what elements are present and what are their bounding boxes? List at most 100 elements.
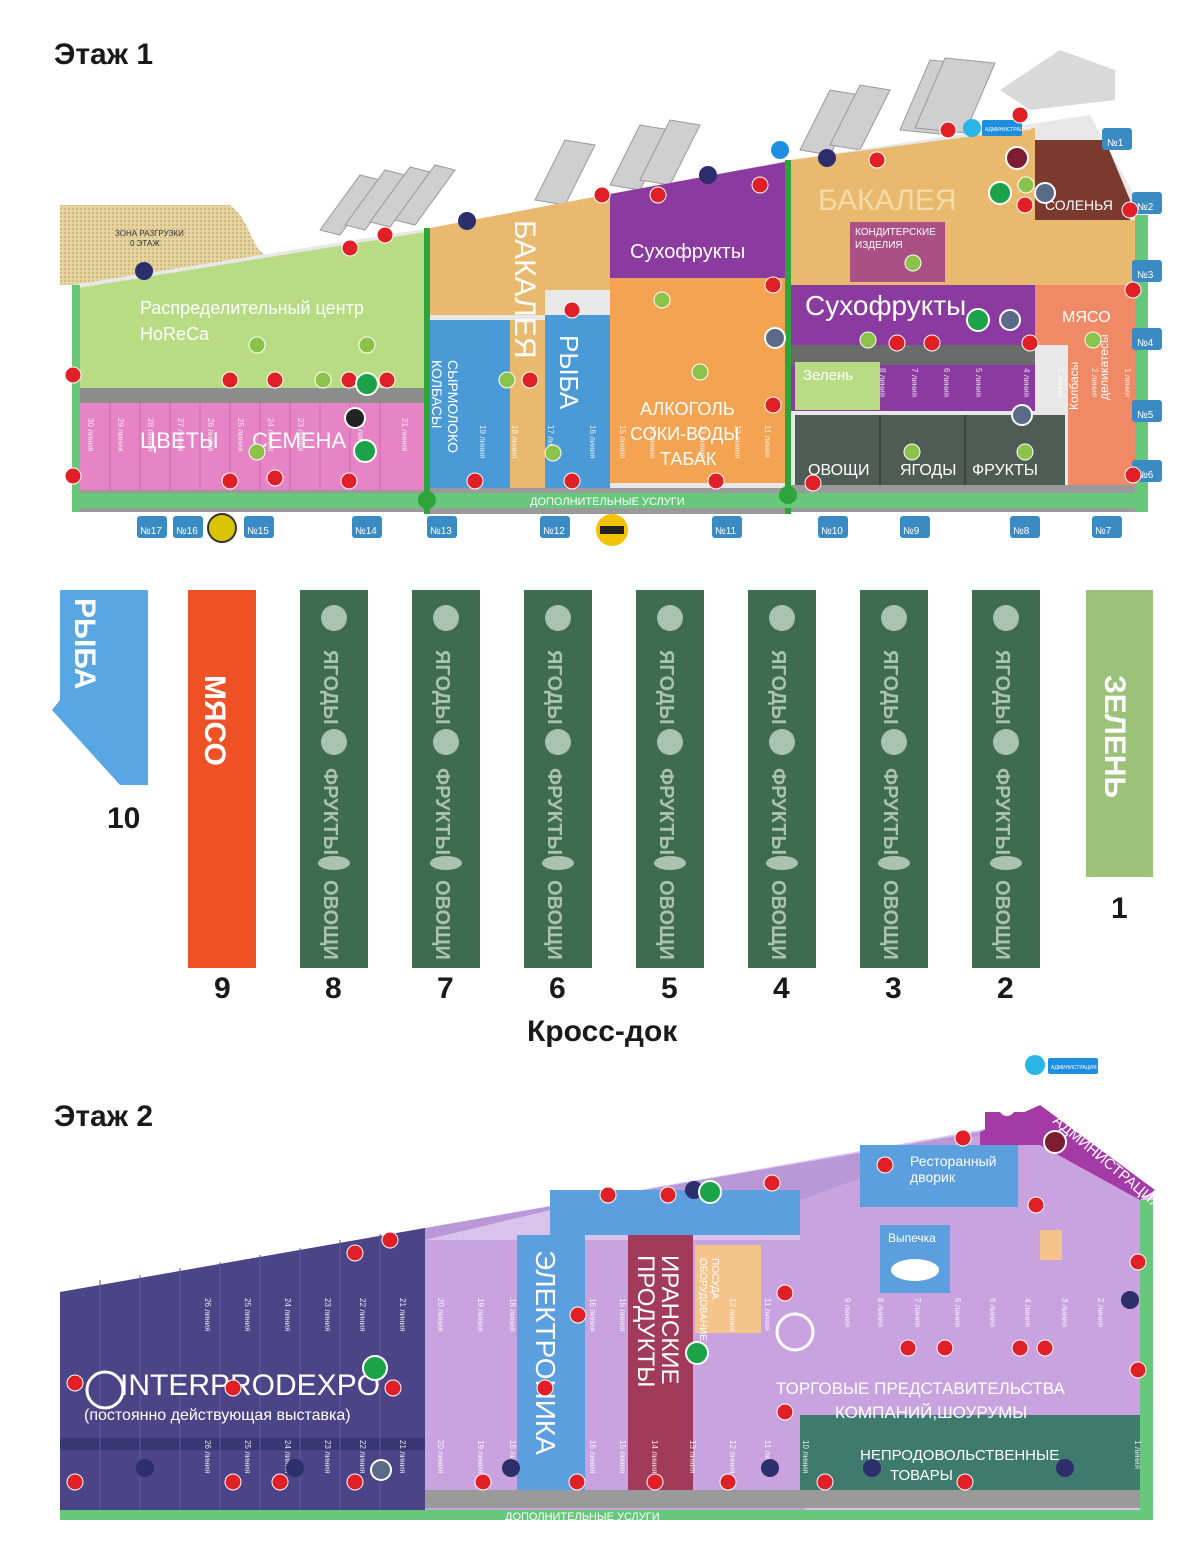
floor2-admin-tag[interactable] — [1048, 1058, 1098, 1074]
zone-restaurant — [860, 1145, 1018, 1207]
zone-horeca — [78, 232, 425, 388]
svg-text:24 линия: 24 линия — [283, 1298, 292, 1331]
floor2-atm-pins[interactable] — [66, 1129, 1147, 1491]
svg-text:22 линия: 22 линия — [358, 1298, 367, 1331]
crossdock-col-2-number: 2 — [997, 972, 1014, 1000]
col5-veg: ОВОЩИ — [655, 880, 677, 960]
crossdock-col-10-label: РЫБА — [68, 598, 101, 689]
crossdock-col-6 — [524, 590, 592, 968]
svg-text:11 линия: 11 линия — [763, 1298, 772, 1331]
left-edge-strip — [72, 285, 80, 512]
trade-label-1: ТОРГОВЫЕ ПРЕДСТАВИТЕЛЬСТВА — [776, 1379, 1065, 1398]
svg-text:8 линия: 8 линия — [876, 1298, 885, 1327]
crossdock-col-2 — [972, 590, 1040, 968]
dairy-label-2: КОЛБАСЫ — [429, 360, 445, 428]
floor2-extra-services-strip — [60, 1510, 1153, 1520]
svg-text:№8: №8 — [1013, 526, 1030, 537]
wc-pins[interactable] — [135, 149, 836, 280]
crossdock-col-6-number: 6 — [549, 972, 566, 1000]
svg-text:27 линия: 27 линия — [176, 418, 185, 451]
floor2-gov-pin[interactable] — [370, 1459, 392, 1481]
info-pins[interactable] — [248, 176, 1102, 462]
pickles-label: СОЛЕНЬЯ — [1045, 197, 1113, 213]
col8-fruits: ФРУКТЫ — [319, 768, 341, 855]
svg-text:9 линия: 9 линия — [843, 1298, 852, 1327]
col3-veg: ОВОЩИ — [879, 880, 901, 960]
bread-icon — [891, 1259, 939, 1281]
crossdock-col-7-number: 7 — [437, 972, 454, 1000]
svg-text:25 линия: 25 линия — [236, 418, 245, 451]
lines-left: 30 линия 29 линия 28 линия 27 линия 26 л… — [86, 418, 409, 451]
admin-tag-f1[interactable] — [982, 120, 1022, 136]
svg-text:18 линия: 18 линия — [508, 1440, 517, 1473]
svg-text:19 линия: 19 линия — [476, 1298, 485, 1331]
sausages-label-2: деликатесы — [1097, 334, 1111, 400]
confectionery-label-2: ИЗДЕЛИЯ — [855, 240, 903, 251]
admin-tag-f1-label: АДМИНИСТРАЦИЯ — [985, 127, 1031, 133]
zone-alcohol — [610, 278, 785, 483]
lines-mid: 19 линия 18 линия 17 линия 16 линия 15 л… — [478, 425, 772, 458]
col6-berries: ЯГОДЫ — [543, 650, 565, 725]
svg-text:№13: №13 — [430, 526, 452, 537]
fish-label: РЫБА — [554, 335, 584, 410]
svg-text:№6: №6 — [1137, 470, 1154, 481]
col7-berries: ЯГОДЫ — [431, 650, 453, 725]
lines-east: 8 линия 7 линия 6 линия 5 линия 4 линия … — [878, 368, 1132, 397]
vet-pin[interactable] — [344, 407, 366, 429]
crossdock-icons — [318, 605, 1022, 870]
svg-text:28 линия: 28 линия — [146, 418, 155, 451]
svg-text:4 линия: 4 линия — [1023, 1298, 1032, 1327]
svg-text:20 линия: 20 линия — [436, 1440, 445, 1473]
unload-zone — [60, 205, 265, 285]
extra-services-strip — [72, 493, 1148, 508]
flowers-label: ЦВЕТЫ — [140, 428, 219, 453]
unload-zone-label-1: ЗОНА РАЗГРУЗКИ — [115, 229, 184, 238]
col4-fruits: ФРУКТЫ — [767, 768, 789, 855]
col4-veg: ОВОЩИ — [767, 880, 789, 960]
svg-text:№9: №9 — [903, 526, 920, 537]
svg-text:23 линия: 23 линия — [296, 418, 305, 451]
floor1-map: ЗОНА РАЗГРУЗКИ 0 ЭТАЖ — [60, 50, 1162, 546]
crossdock-col-5 — [636, 590, 704, 968]
zone-sausages — [1068, 345, 1135, 485]
svg-text:№4: №4 — [1137, 338, 1154, 349]
globe-icon-trade — [775, 1312, 815, 1352]
crossdock-col-1 — [1086, 590, 1153, 877]
col6-fruits: ФРУКТЫ — [543, 768, 565, 855]
svg-text:№1: №1 — [1107, 138, 1124, 149]
col2-veg: ОВОЩИ — [991, 880, 1013, 960]
svg-text:13 линия: 13 линия — [688, 1440, 697, 1473]
svg-text:16 линия: 16 линия — [588, 425, 597, 458]
atm-pins[interactable] — [64, 106, 1142, 492]
floor2-extra-services-label: ДОПОЛНИТЕЛЬНЫЕ УСЛУГИ — [505, 1511, 660, 1523]
vegetables-label: ОВОЩИ — [808, 462, 870, 479]
accessibility-pin[interactable] — [771, 141, 789, 159]
svg-text:15 линия: 15 линия — [618, 1298, 627, 1331]
crossdock-col-10 — [52, 590, 148, 785]
admin-pin-f1[interactable] — [963, 119, 981, 137]
globe-icon — [85, 1370, 125, 1410]
svg-text:25 линия: 25 линия — [243, 1298, 252, 1331]
bus-icon[interactable] — [207, 513, 237, 543]
floor2-bank-pins[interactable] — [362, 1180, 722, 1381]
horeca-label-2: HoReCa — [140, 324, 210, 344]
bank-pins[interactable] — [353, 181, 1012, 463]
svg-text:23 линия: 23 линия — [323, 1440, 332, 1473]
restaurant-label-2: дворик — [910, 1169, 956, 1185]
col2-fruits: ФРУКТЫ — [991, 768, 1013, 855]
greens-label: Зелень — [803, 367, 853, 384]
svg-text:4 линия: 4 линия — [1022, 368, 1031, 397]
berries-label: ЯГОДЫ — [900, 462, 956, 479]
zone-electronics — [517, 1235, 585, 1495]
svg-text:№15: №15 — [247, 526, 269, 537]
gov-pins[interactable] — [764, 182, 1056, 426]
entrances-bottom[interactable]: №17 №16 №15 №14 №13 №12 №11 №10 №9 №8 №7 — [137, 516, 1122, 538]
floor2-feedback-pin[interactable] — [1043, 1130, 1067, 1154]
floor1-title: Этаж 1 — [54, 38, 154, 71]
dried-center-label: Сухофрукты — [630, 241, 745, 263]
floor2-admin-pin[interactable] — [1025, 1055, 1045, 1075]
svg-text:6 линия: 6 линия — [942, 368, 951, 397]
feedback-pin-f1[interactable] — [1005, 146, 1029, 170]
col7-fruits: ФРУКТЫ — [431, 768, 453, 855]
svg-text:19 линия: 19 линия — [476, 1440, 485, 1473]
